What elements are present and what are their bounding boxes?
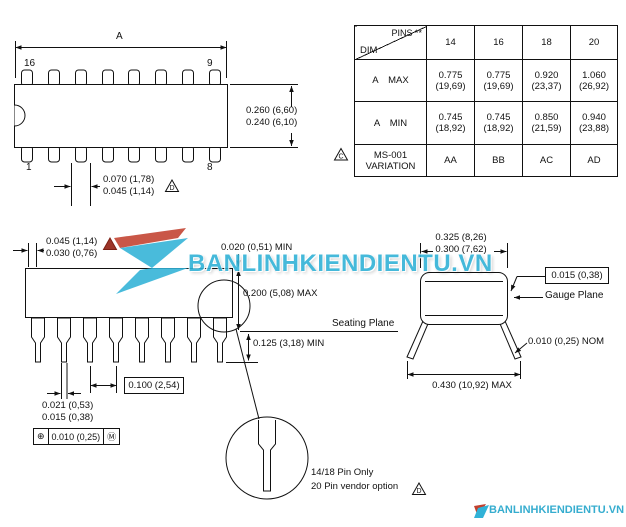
end-view-linework	[406, 243, 545, 379]
gauge-plane-label: Gauge Plane	[545, 290, 604, 301]
overall-length-label: A	[116, 31, 123, 42]
lead-tip-width-dim: 0.021 (0,53) 0.015 (0,38)	[42, 400, 94, 423]
table-cell-min-18: 0.850 (21,59)	[522, 101, 571, 145]
gauge-offset-dim: 0.015 (0,38)	[545, 267, 609, 284]
pin-number-9: 9	[207, 58, 213, 69]
row-spacing-dim: 0.325 (8,26) 0.300 (7,62)	[435, 232, 487, 255]
table-row-variation-label: MS-001 VARIATION	[354, 144, 427, 177]
table-col-14: 14	[426, 25, 475, 60]
body-height-dim: 0.200 (5,08) MAX	[243, 288, 318, 299]
position-symbol-icon: ⊕	[37, 431, 45, 441]
watermark-logo	[114, 228, 188, 294]
table-col-18: 18	[522, 25, 571, 60]
note-flag-table-letter: C	[338, 154, 343, 161]
shoulder-min-dim: 0.020 (0,51) MIN	[221, 242, 293, 253]
table-cell-max-14: 0.775 (19,69)	[426, 59, 475, 102]
watermark-text: BANLINHKIENDIENTU.VN	[188, 250, 493, 277]
note-flag-vendor-letter: D	[416, 488, 421, 495]
package-body-end-view	[420, 272, 508, 325]
table-cell-var-14: AA	[426, 144, 475, 177]
note-flag-table-triangle	[333, 147, 349, 161]
table-cell-max-20: 1.060 (26,92)	[570, 59, 618, 102]
mmc-modifier-icon: Ⓜ	[103, 429, 119, 444]
lead-shoulder-dim: 0.070 (1,78) 0.045 (1,14)	[103, 174, 155, 197]
table-row-min-label: A MIN	[354, 101, 427, 145]
side-view-linework	[13, 236, 427, 500]
pitch-basic-dim: 0.100 (2,54)	[124, 377, 184, 394]
overall-width-dim: 0.430 (10,92) MAX	[432, 380, 512, 391]
table-dim-label: DIM	[360, 45, 378, 56]
top-view-linework	[14, 41, 298, 206]
note-flag-vendor-triangle	[411, 481, 427, 495]
table-cell-min-20: 0.940 (23,88)	[570, 101, 618, 145]
body-width-dim: 0.260 (6,60) 0.240 (6,10)	[246, 105, 298, 128]
table-cell-min-16: 0.745 (18,92)	[474, 101, 523, 145]
pin-number-1: 1	[26, 162, 32, 173]
table-col-16: 16	[474, 25, 523, 60]
table-pins-label: PINS **	[391, 28, 422, 38]
table-row-max-label: A MAX	[354, 59, 427, 102]
table-cell-var-16: BB	[474, 144, 523, 177]
seating-plane-label: Seating Plane	[332, 318, 395, 329]
table-cell-max-18: 0.920 (23,37)	[522, 59, 571, 102]
detail-source-circle	[197, 279, 251, 333]
note-flag-filled-triangle	[102, 236, 118, 250]
index-notch	[14, 104, 26, 127]
standoff-dim: 0.125 (3,18) MIN	[253, 338, 325, 349]
table-cell-max-16: 0.775 (19,69)	[474, 59, 523, 102]
table-col-20: 20	[570, 25, 618, 60]
package-body-top-view	[14, 84, 228, 148]
table-cell-var-20: AD	[570, 144, 618, 177]
pin-number-16: 16	[24, 58, 36, 69]
pin-dimension-table: PINS ** DIM 14 16 18 20 A MAX 0.775 (19,…	[354, 25, 618, 177]
detail-note-line1: 14/18 Pin Only	[311, 467, 374, 478]
lead-nom-dim: 0.010 (0,25) NOM	[528, 336, 605, 347]
detail-note-line2: 20 Pin vendor option	[311, 481, 399, 492]
table-cell-min-14: 0.745 (18,92)	[426, 101, 475, 145]
detail-lead	[258, 420, 276, 492]
note-flag-lead-triangle	[164, 178, 180, 192]
pin-number-8: 8	[207, 162, 213, 173]
true-position-frame: ⊕ 0.010 (0,25) Ⓜ	[33, 428, 121, 445]
table-header-corner: PINS ** DIM	[354, 25, 427, 60]
detail-view-circle	[225, 416, 309, 500]
note-flag-lead-letter: D	[169, 185, 174, 192]
watermark-corner-text: BANLINHKIENDIENTU.VN	[489, 504, 625, 516]
watermark-corner-logo	[474, 504, 489, 518]
lead-thickness-dim: 0.045 (1,14) 0.030 (0,76)	[46, 236, 98, 259]
table-cell-var-18: AC	[522, 144, 571, 177]
true-position-value: 0.010 (0,25)	[47, 429, 104, 444]
